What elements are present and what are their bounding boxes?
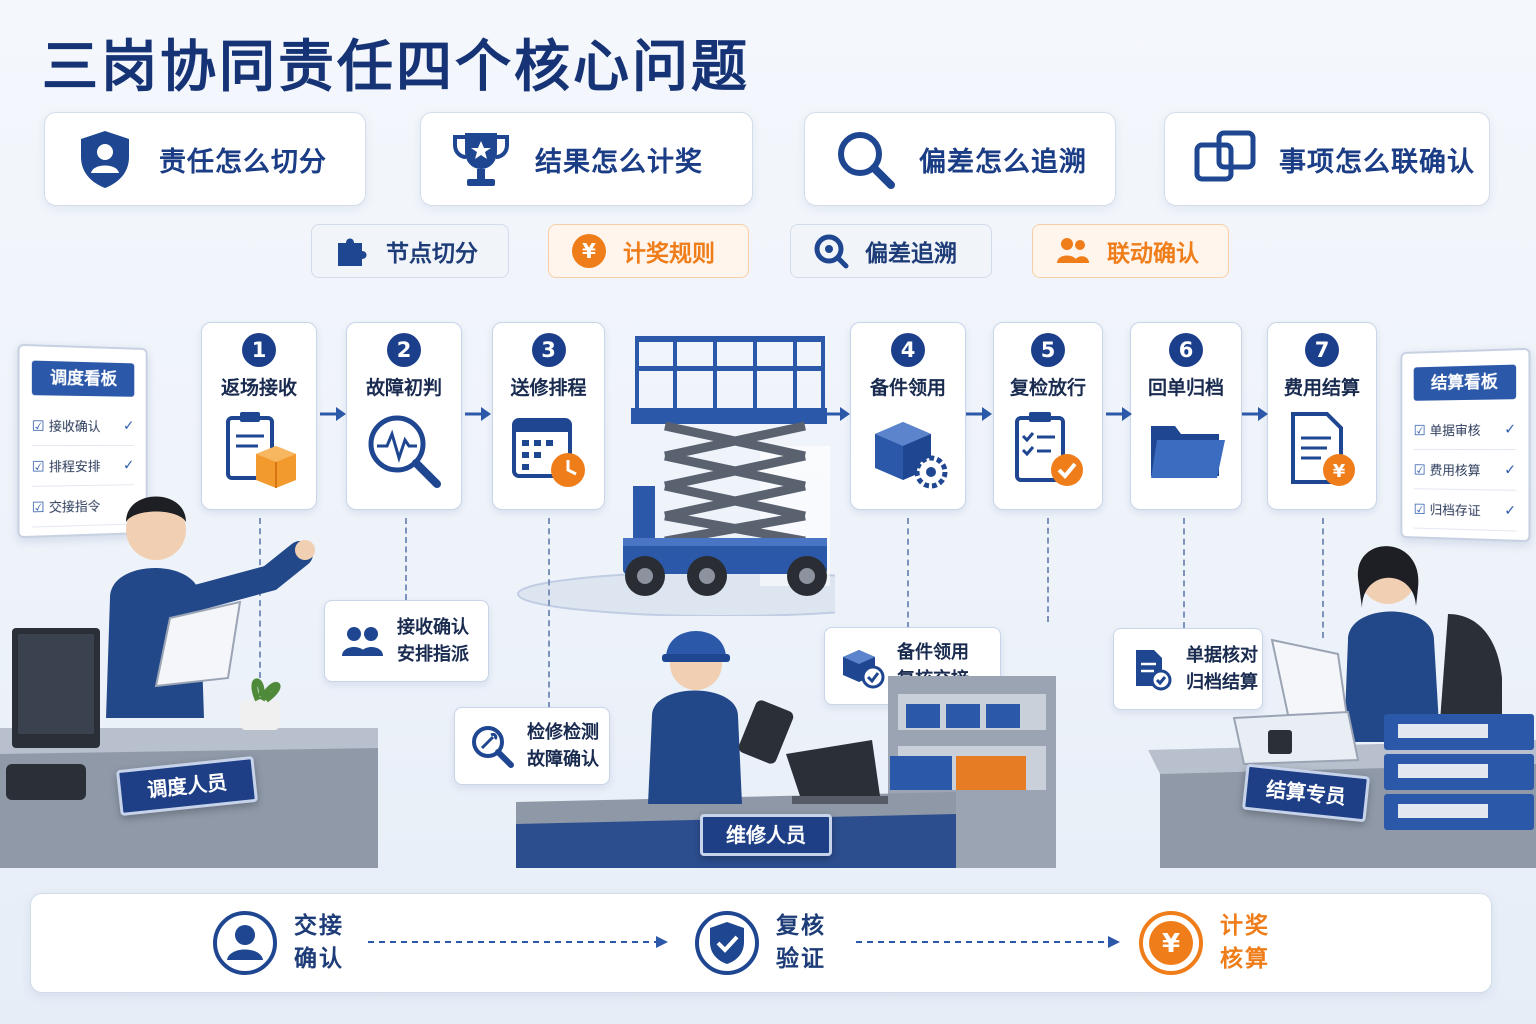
wrench-magnifier-icon [469, 723, 515, 769]
flow-arrow-icon [318, 404, 348, 424]
person-circle-icon [212, 910, 278, 976]
page-title: 三岗协同责任四个核心问题 [42, 22, 750, 103]
flow-arrow-icon [964, 404, 994, 424]
dispatcher-illustration [0, 478, 380, 868]
svg-text:¥: ¥ [582, 239, 596, 263]
people-icon [1055, 233, 1091, 269]
dashed-arrow-icon [366, 932, 670, 952]
dashed-connector [907, 518, 909, 628]
dashed-connector [405, 518, 407, 600]
trophy-icon [449, 127, 513, 191]
step-5: 5 复检放行 [993, 322, 1103, 510]
question-card-confirm: 事项怎么联确认 [1164, 112, 1490, 206]
tag-linked-confirm: 联动确认 [1032, 224, 1229, 278]
bottom-line: 交接 [294, 910, 344, 943]
question-label: 结果怎么计奖 [535, 140, 703, 179]
checklist-ok-icon [1003, 406, 1093, 496]
tag-node-split: 节点切分 [311, 224, 509, 278]
step-number: 1 [242, 333, 276, 367]
svg-text:¥: ¥ [1333, 461, 1346, 482]
step-number: 2 [387, 333, 421, 367]
folder-icon [1141, 406, 1231, 496]
tag-label: 联动确认 [1107, 234, 1199, 268]
question-label: 事项怎么联确认 [1279, 140, 1475, 179]
bottom-line: 确认 [294, 943, 344, 976]
document-yuan-icon: ¥ [1277, 406, 1367, 496]
board-row: ☑ 接收确认✓ [32, 405, 134, 446]
board-item: 排程安排 [49, 460, 101, 476]
yuan-circle-icon: ¥ [1138, 910, 1204, 976]
check-icon: ✓ [123, 418, 134, 434]
puzzle-icon [334, 233, 370, 269]
bottom-step-reward: ¥ 计奖核算 [1138, 905, 1270, 981]
flow-arrow-icon [1240, 404, 1270, 424]
magnifier-icon [833, 127, 897, 191]
step-6: 6 回单归档 [1130, 322, 1242, 510]
step-label: 费用结算 [1268, 373, 1376, 400]
question-card-responsibility: 责任怎么切分 [44, 112, 366, 206]
tag-label: 计奖规则 [623, 234, 715, 268]
bottom-line: 验证 [776, 943, 826, 976]
dashed-connector [1047, 518, 1049, 622]
note-line: 接收确认 [397, 614, 469, 641]
check-icon: ✓ [1504, 462, 1516, 478]
step-number: 5 [1031, 333, 1065, 367]
question-card-trace: 偏差怎么追溯 [804, 112, 1116, 206]
board-item: 接收确认 [49, 420, 101, 435]
bottom-line: 复核 [776, 910, 826, 943]
step-label: 返场接收 [202, 373, 316, 400]
step-label: 备件领用 [851, 373, 965, 400]
question-card-reward: 结果怎么计奖 [420, 112, 753, 206]
step-label: 故障初判 [347, 373, 461, 400]
bottom-step-review: 复核验证 [694, 905, 826, 981]
shield-person-icon [73, 127, 137, 191]
tag-label: 偏差追溯 [865, 234, 957, 268]
target-search-icon [813, 233, 849, 269]
step-label: 回单归档 [1131, 373, 1241, 400]
step-label: 复检放行 [994, 373, 1102, 400]
step-number: 4 [891, 333, 925, 367]
tag-reward-rule: ¥ 计奖规则 [548, 224, 749, 278]
flow-arrow-icon [1104, 404, 1134, 424]
board-item: 归档存证 [1430, 503, 1481, 519]
question-label: 责任怎么切分 [159, 140, 327, 179]
board-row: ☑ 归档存证✓ [1414, 489, 1516, 531]
check-icon: ✓ [1504, 421, 1516, 437]
dashed-arrow-icon [854, 932, 1122, 952]
board-row: ☑ 费用核算✓ [1414, 450, 1516, 491]
step-7: 7 费用结算 ¥ [1267, 322, 1377, 510]
board-item: 费用核算 [1430, 464, 1481, 479]
scissor-lift-illustration [515, 326, 835, 616]
box-gear-icon [863, 406, 953, 496]
step-number: 7 [1305, 333, 1339, 367]
board-row: ☑ 单据审核✓ [1414, 409, 1516, 450]
tag-deviation-trace: 偏差追溯 [790, 224, 992, 278]
note-line: 安排指派 [397, 641, 469, 668]
check-icon: ✓ [123, 457, 134, 473]
check-icon: ✓ [1504, 502, 1516, 519]
linked-squares-icon [1193, 127, 1257, 191]
settlement-board: 结算看板 ☑ 单据审核✓ ☑ 费用核算✓ ☑ 归档存证✓ [1400, 348, 1530, 542]
svg-text:¥: ¥ [1162, 929, 1180, 959]
board-item: 单据审核 [1430, 424, 1481, 439]
bottom-line: 计奖 [1220, 910, 1270, 943]
question-label: 偏差怎么追溯 [919, 140, 1087, 179]
step-number: 6 [1169, 333, 1203, 367]
step-4: 4 备件领用 [850, 322, 966, 510]
shield-check-icon [694, 910, 760, 976]
bottom-line: 核算 [1220, 943, 1270, 976]
role-badge-repairer: 维修人员 [700, 814, 832, 856]
tag-label: 节点切分 [386, 234, 478, 268]
board-title: 调度看板 [32, 361, 134, 397]
bottom-step-handover: 交接确认 [212, 905, 344, 981]
board-title: 结算看板 [1414, 365, 1516, 401]
yuan-coin-icon: ¥ [571, 233, 607, 269]
flow-arrow-icon [463, 404, 493, 424]
